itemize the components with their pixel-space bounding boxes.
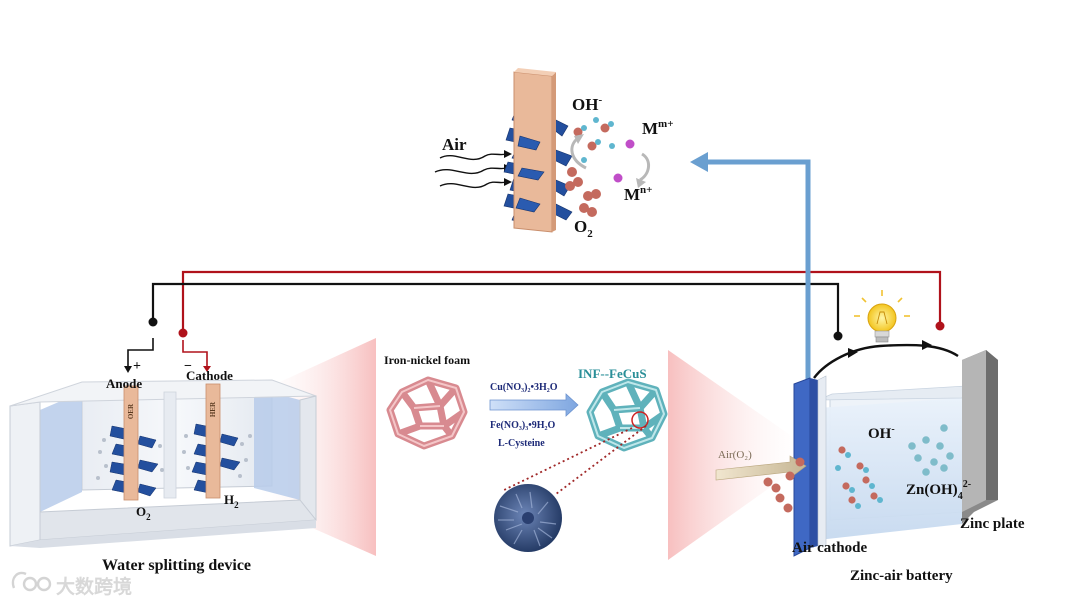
blue-connector-arrow — [690, 152, 811, 392]
black-wire-terminal — [148, 317, 158, 327]
battery-molecules — [835, 424, 954, 509]
inf-fecus-label: INF--FeCuS — [578, 366, 647, 381]
bulb-circuit — [813, 290, 959, 379]
her-tag: HER — [209, 401, 217, 417]
black-wire — [151, 282, 840, 335]
reagent-2: Fe(NO₃)₃•9H₂O — [490, 420, 555, 431]
o2-label-bottom: O2 — [136, 504, 151, 522]
zinc-air-battery: Air(O₂) — [715, 290, 1025, 584]
air-label: Air — [442, 135, 467, 154]
reaction-cycle-arrows — [570, 136, 650, 182]
synthesis-panel: Iron-nickel foam Cu(NO₃)₂•3H₂O Fe(NO₃)₃•… — [384, 353, 668, 552]
watermark-text: 大数跨境 — [56, 575, 132, 598]
battery-red-terminal — [935, 321, 945, 331]
air-inflow-arrow — [715, 455, 807, 481]
reagent-3: L-Cysteine — [498, 438, 545, 449]
water-splitting-device: OER HER Anode + — [9, 359, 317, 574]
air-o2-label: Air(O₂) — [718, 449, 752, 461]
anode-label: Anode — [106, 376, 142, 391]
synthesis-arrow — [489, 393, 579, 417]
circuit-wires — [124, 270, 945, 373]
air-electrode-inset: Air — [434, 68, 673, 240]
cathode-electrode: HER — [182, 383, 252, 499]
zincate-label: Zn(OH)42- — [906, 479, 971, 502]
top-molecules — [565, 117, 635, 217]
cathode-sign: − — [184, 359, 192, 374]
cathode-label: Cathode — [186, 368, 233, 383]
h2-label: H2 — [224, 492, 239, 510]
zinc-plate-label: Zinc plate — [960, 516, 1025, 532]
oer-tag: OER — [127, 403, 135, 419]
reagent-1: Cu(NO₃)₂•3H₂O — [490, 382, 558, 393]
oh-label-battery: OH- — [868, 424, 895, 442]
red-wire-terminal — [178, 328, 188, 338]
watermark: 大数跨境 — [11, 571, 132, 598]
air-flow-lines — [434, 153, 507, 189]
right-zoom-cone — [668, 350, 806, 560]
air-cathode-label: Air cathode — [792, 540, 867, 556]
battery-black-terminal — [833, 331, 843, 341]
zoom-line-left — [503, 427, 633, 491]
zoom-line-right — [555, 425, 647, 495]
oh-label-top: OH- — [572, 94, 602, 114]
metal-ion-m-label: Mm+ — [642, 118, 673, 138]
anode-electrode: OER — [96, 385, 164, 501]
watermark-logo-icon — [11, 571, 52, 592]
anode-sign: + — [133, 359, 141, 374]
zinc-air-battery-label: Zinc-air battery — [850, 568, 953, 584]
metal-ion-n-label: Mn+ — [624, 184, 652, 204]
zoom-highlight-circle — [631, 411, 649, 429]
water-splitting-device-label: Water splitting device — [102, 557, 251, 574]
o2-label-top: O2 — [574, 217, 593, 240]
nanostructure-sphere — [494, 484, 562, 552]
red-wire — [181, 270, 942, 332]
electrolyte — [818, 398, 962, 540]
iron-nickel-foam-label: Iron-nickel foam — [384, 353, 470, 367]
light-bulb-icon — [854, 290, 910, 343]
